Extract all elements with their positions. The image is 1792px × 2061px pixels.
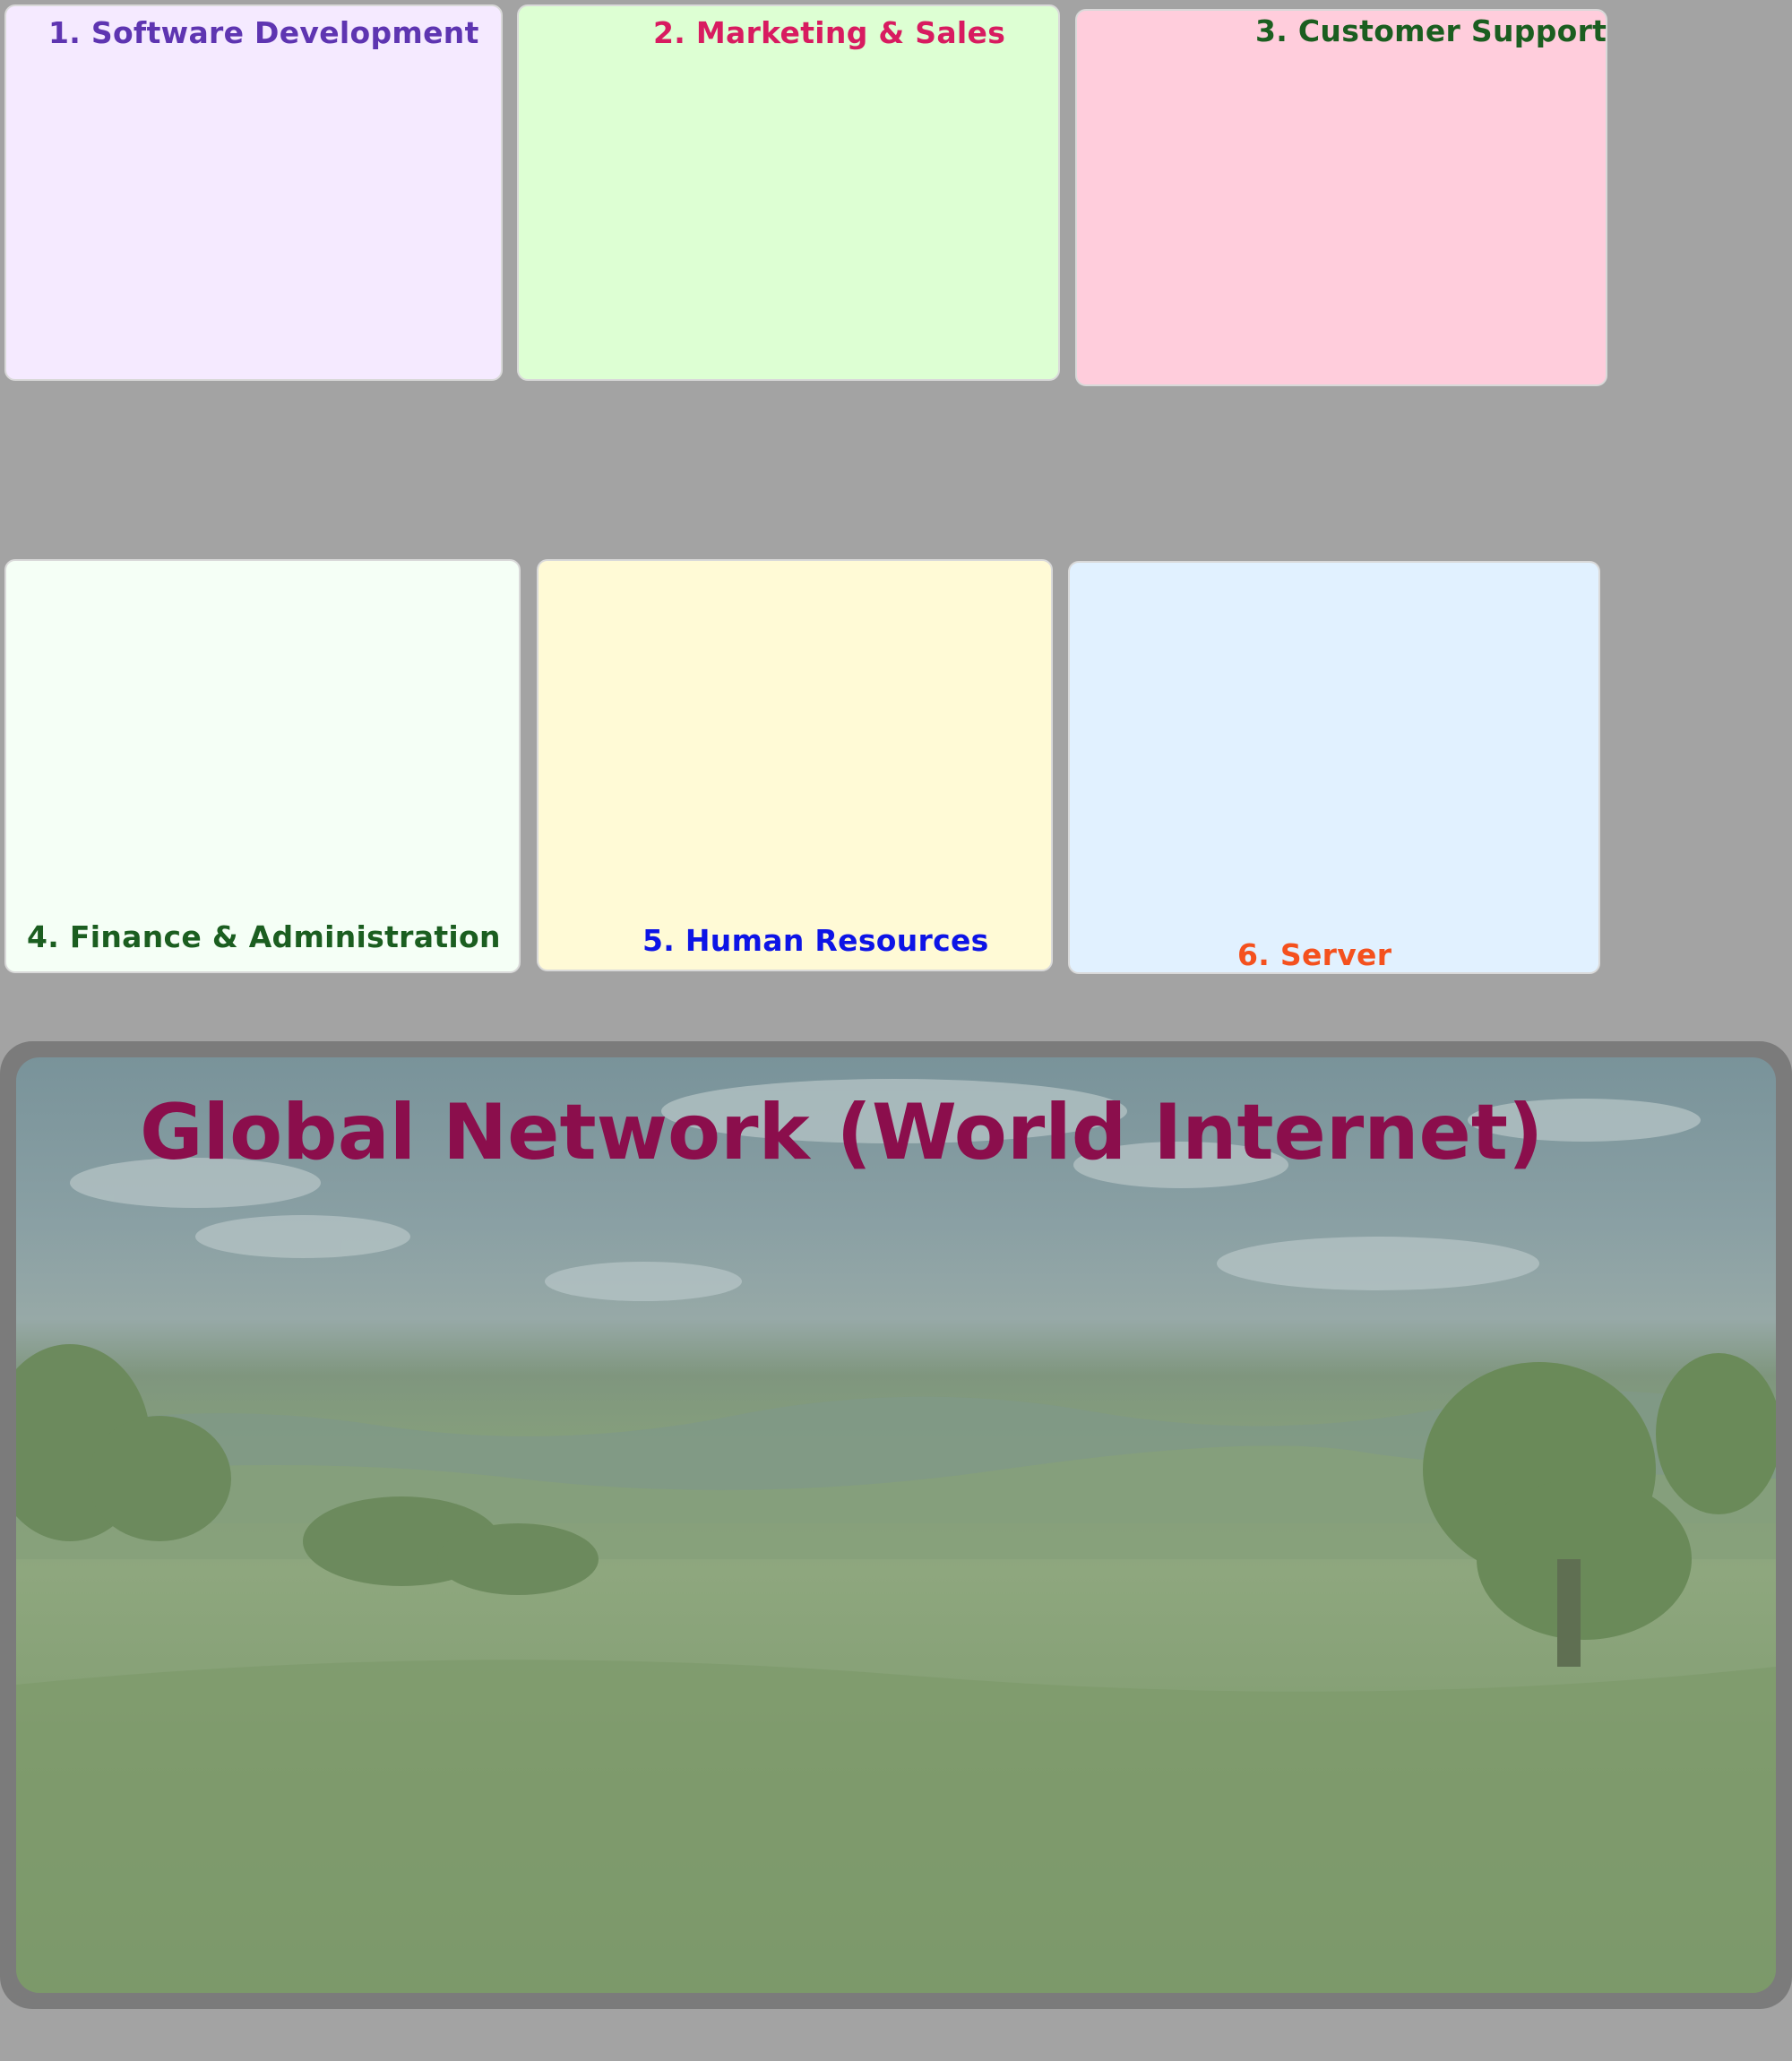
zone-marketing-sales[interactable]: 2. Marketing & Sales: [517, 4, 1060, 381]
zone-human-resources[interactable]: 5. Human Resources: [537, 559, 1053, 971]
zone-customer-support[interactable]: 3. Customer Support: [1075, 9, 1607, 386]
zone-server[interactable]: 6. Server: [1068, 561, 1600, 974]
zone-label-marketing-sales: 2. Marketing & Sales: [653, 15, 1006, 50]
zone-label-server: 6. Server: [1237, 937, 1392, 972]
landscape-background-image: [16, 1079, 1776, 1993]
global-network-title: Global Network (World Internet): [140, 1088, 1544, 1177]
zone-software-development[interactable]: 1. Software Development: [4, 4, 503, 381]
zone-label-finance-administration: 4. Finance & Administration: [27, 919, 501, 954]
global-network-zone[interactable]: Global Network (World Internet): [0, 1041, 1792, 2009]
zone-label-customer-support: 3. Customer Support: [1255, 13, 1607, 48]
zone-label-software-development: 1. Software Development: [48, 15, 479, 50]
zone-label-human-resources: 5. Human Resources: [642, 923, 989, 958]
zone-finance-administration[interactable]: 4. Finance & Administration: [4, 559, 521, 973]
global-network-background: Global Network (World Internet): [16, 1057, 1776, 1993]
